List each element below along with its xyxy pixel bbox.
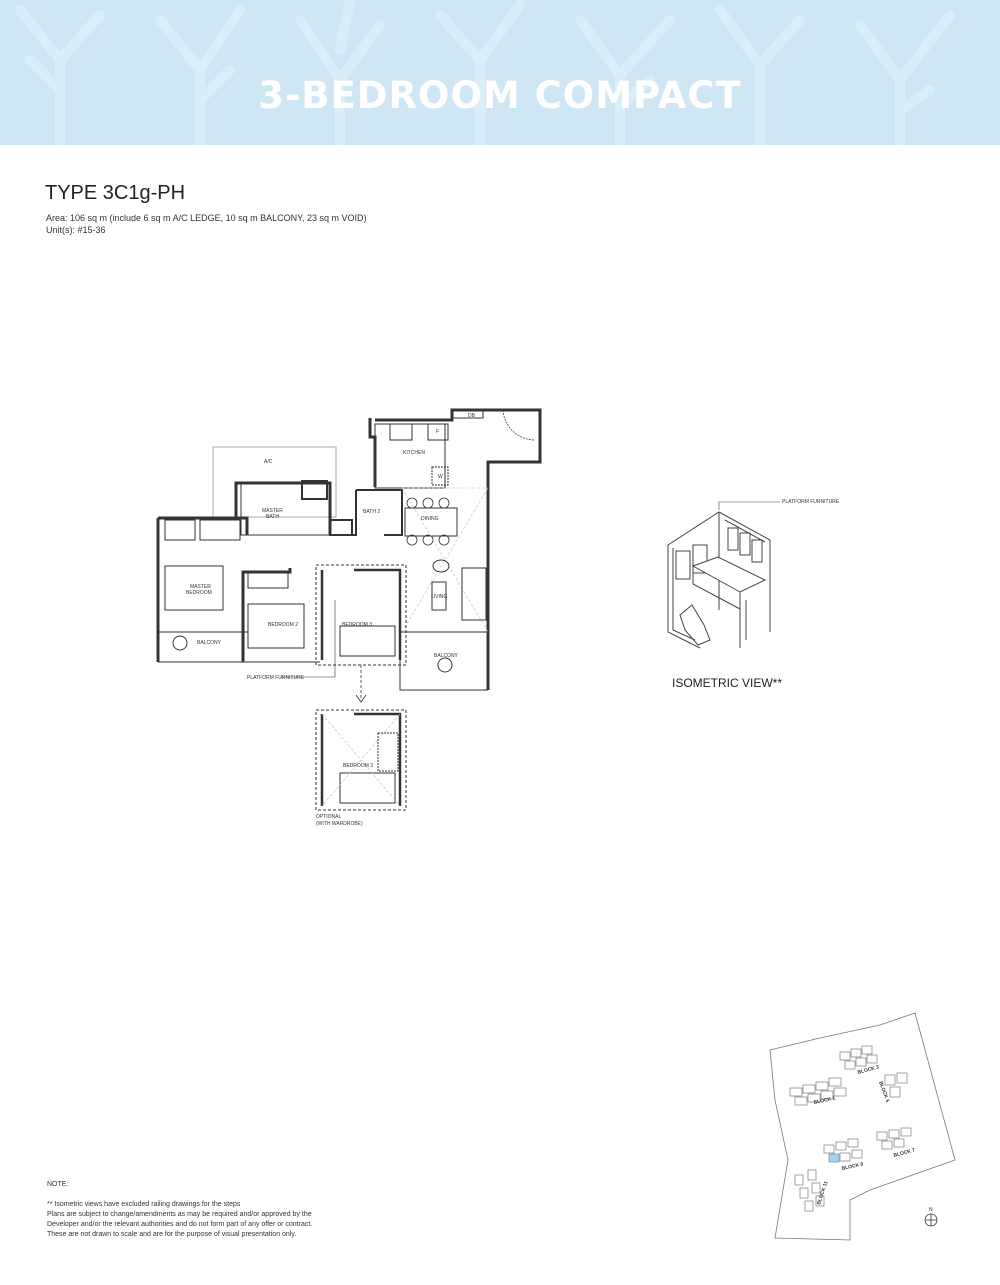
unit-type-heading: TYPE 3C1g-PH xyxy=(45,182,186,204)
svg-text:BLOCK 3: BLOCK 3 xyxy=(857,1064,880,1076)
svg-text:A/C: A/C xyxy=(264,459,273,465)
svg-text:W: W xyxy=(438,474,443,480)
note-heading: NOTE: xyxy=(47,1181,69,1188)
svg-text:BLOCK 5: BLOCK 5 xyxy=(877,1081,890,1104)
svg-text:BATH 2: BATH 2 xyxy=(363,509,380,515)
svg-text:LIVING: LIVING xyxy=(431,594,448,600)
isometric-view-drawing xyxy=(667,501,780,649)
optional-bedroom3-plan xyxy=(315,709,407,811)
svg-text:(WITH WARDROBE): (WITH WARDROBE) xyxy=(316,821,363,827)
svg-text:BEDROOM 3: BEDROOM 3 xyxy=(342,622,372,628)
svg-text:BLOCK 9: BLOCK 9 xyxy=(841,1161,864,1171)
optional-plan-labels: BEDROOM 3 OPTIONAL (WITH WARDROBE) xyxy=(316,763,373,827)
note-line: Plans are subject to change/amendments a… xyxy=(47,1211,312,1218)
svg-text:N: N xyxy=(929,1207,933,1213)
note-line: These are not drawn to scale and are for… xyxy=(47,1231,297,1238)
unit-numbers-text: Unit(s): #15-36 xyxy=(46,225,106,235)
svg-text:BEDROOM: BEDROOM xyxy=(186,590,212,596)
svg-text:F: F xyxy=(436,429,439,435)
svg-text:OPTIONAL: OPTIONAL xyxy=(316,814,342,820)
floor-plan-labels: A/C DB KITCHEN F W MASTER BATH BATH 2 DI… xyxy=(186,413,476,681)
svg-text:BEDROOM 3: BEDROOM 3 xyxy=(343,763,373,769)
site-plan-labels: BLOCK 1 BLOCK 3 BLOCK 5 BLOCK 7 BLOCK 9 … xyxy=(813,1064,933,1213)
svg-text:PLATFORM FURNITURE: PLATFORM FURNITURE xyxy=(247,675,305,681)
svg-text:MASTER: MASTER xyxy=(190,584,211,590)
isometric-view-title: ISOMETRIC VIEW** xyxy=(672,676,783,690)
unit-area-text: Area: 106 sq m (include 6 sq m A/C LEDGE… xyxy=(46,213,367,223)
page-title: 3-BEDROOM COMPACT xyxy=(258,74,742,117)
svg-text:BALCONY: BALCONY xyxy=(197,640,222,646)
tree-pattern-decoration xyxy=(15,0,955,145)
svg-text:DB: DB xyxy=(468,413,476,419)
main-floor-plan xyxy=(156,408,542,703)
svg-text:MASTER: MASTER xyxy=(262,508,283,514)
svg-text:BEDROOM 2: BEDROOM 2 xyxy=(268,622,298,628)
svg-text:BATH: BATH xyxy=(266,514,279,520)
note-line: Developer and/or the relevant authoritie… xyxy=(47,1221,313,1228)
svg-text:DINING: DINING xyxy=(421,516,439,522)
note-line: ** Isometric views have excluded railing… xyxy=(47,1201,241,1208)
header-banner: 3-BEDROOM COMPACT xyxy=(0,0,1000,145)
highlighted-unit-marker xyxy=(828,1153,840,1163)
svg-text:BLOCK 7: BLOCK 7 xyxy=(893,1147,916,1159)
site-plan xyxy=(769,1012,956,1241)
isometric-callout-label: PLATFORM FURNITURE xyxy=(782,499,840,505)
svg-text:BLOCK 1: BLOCK 1 xyxy=(813,1095,836,1105)
svg-text:KITCHEN: KITCHEN xyxy=(403,450,425,456)
svg-text:BALCONY: BALCONY xyxy=(434,653,459,659)
